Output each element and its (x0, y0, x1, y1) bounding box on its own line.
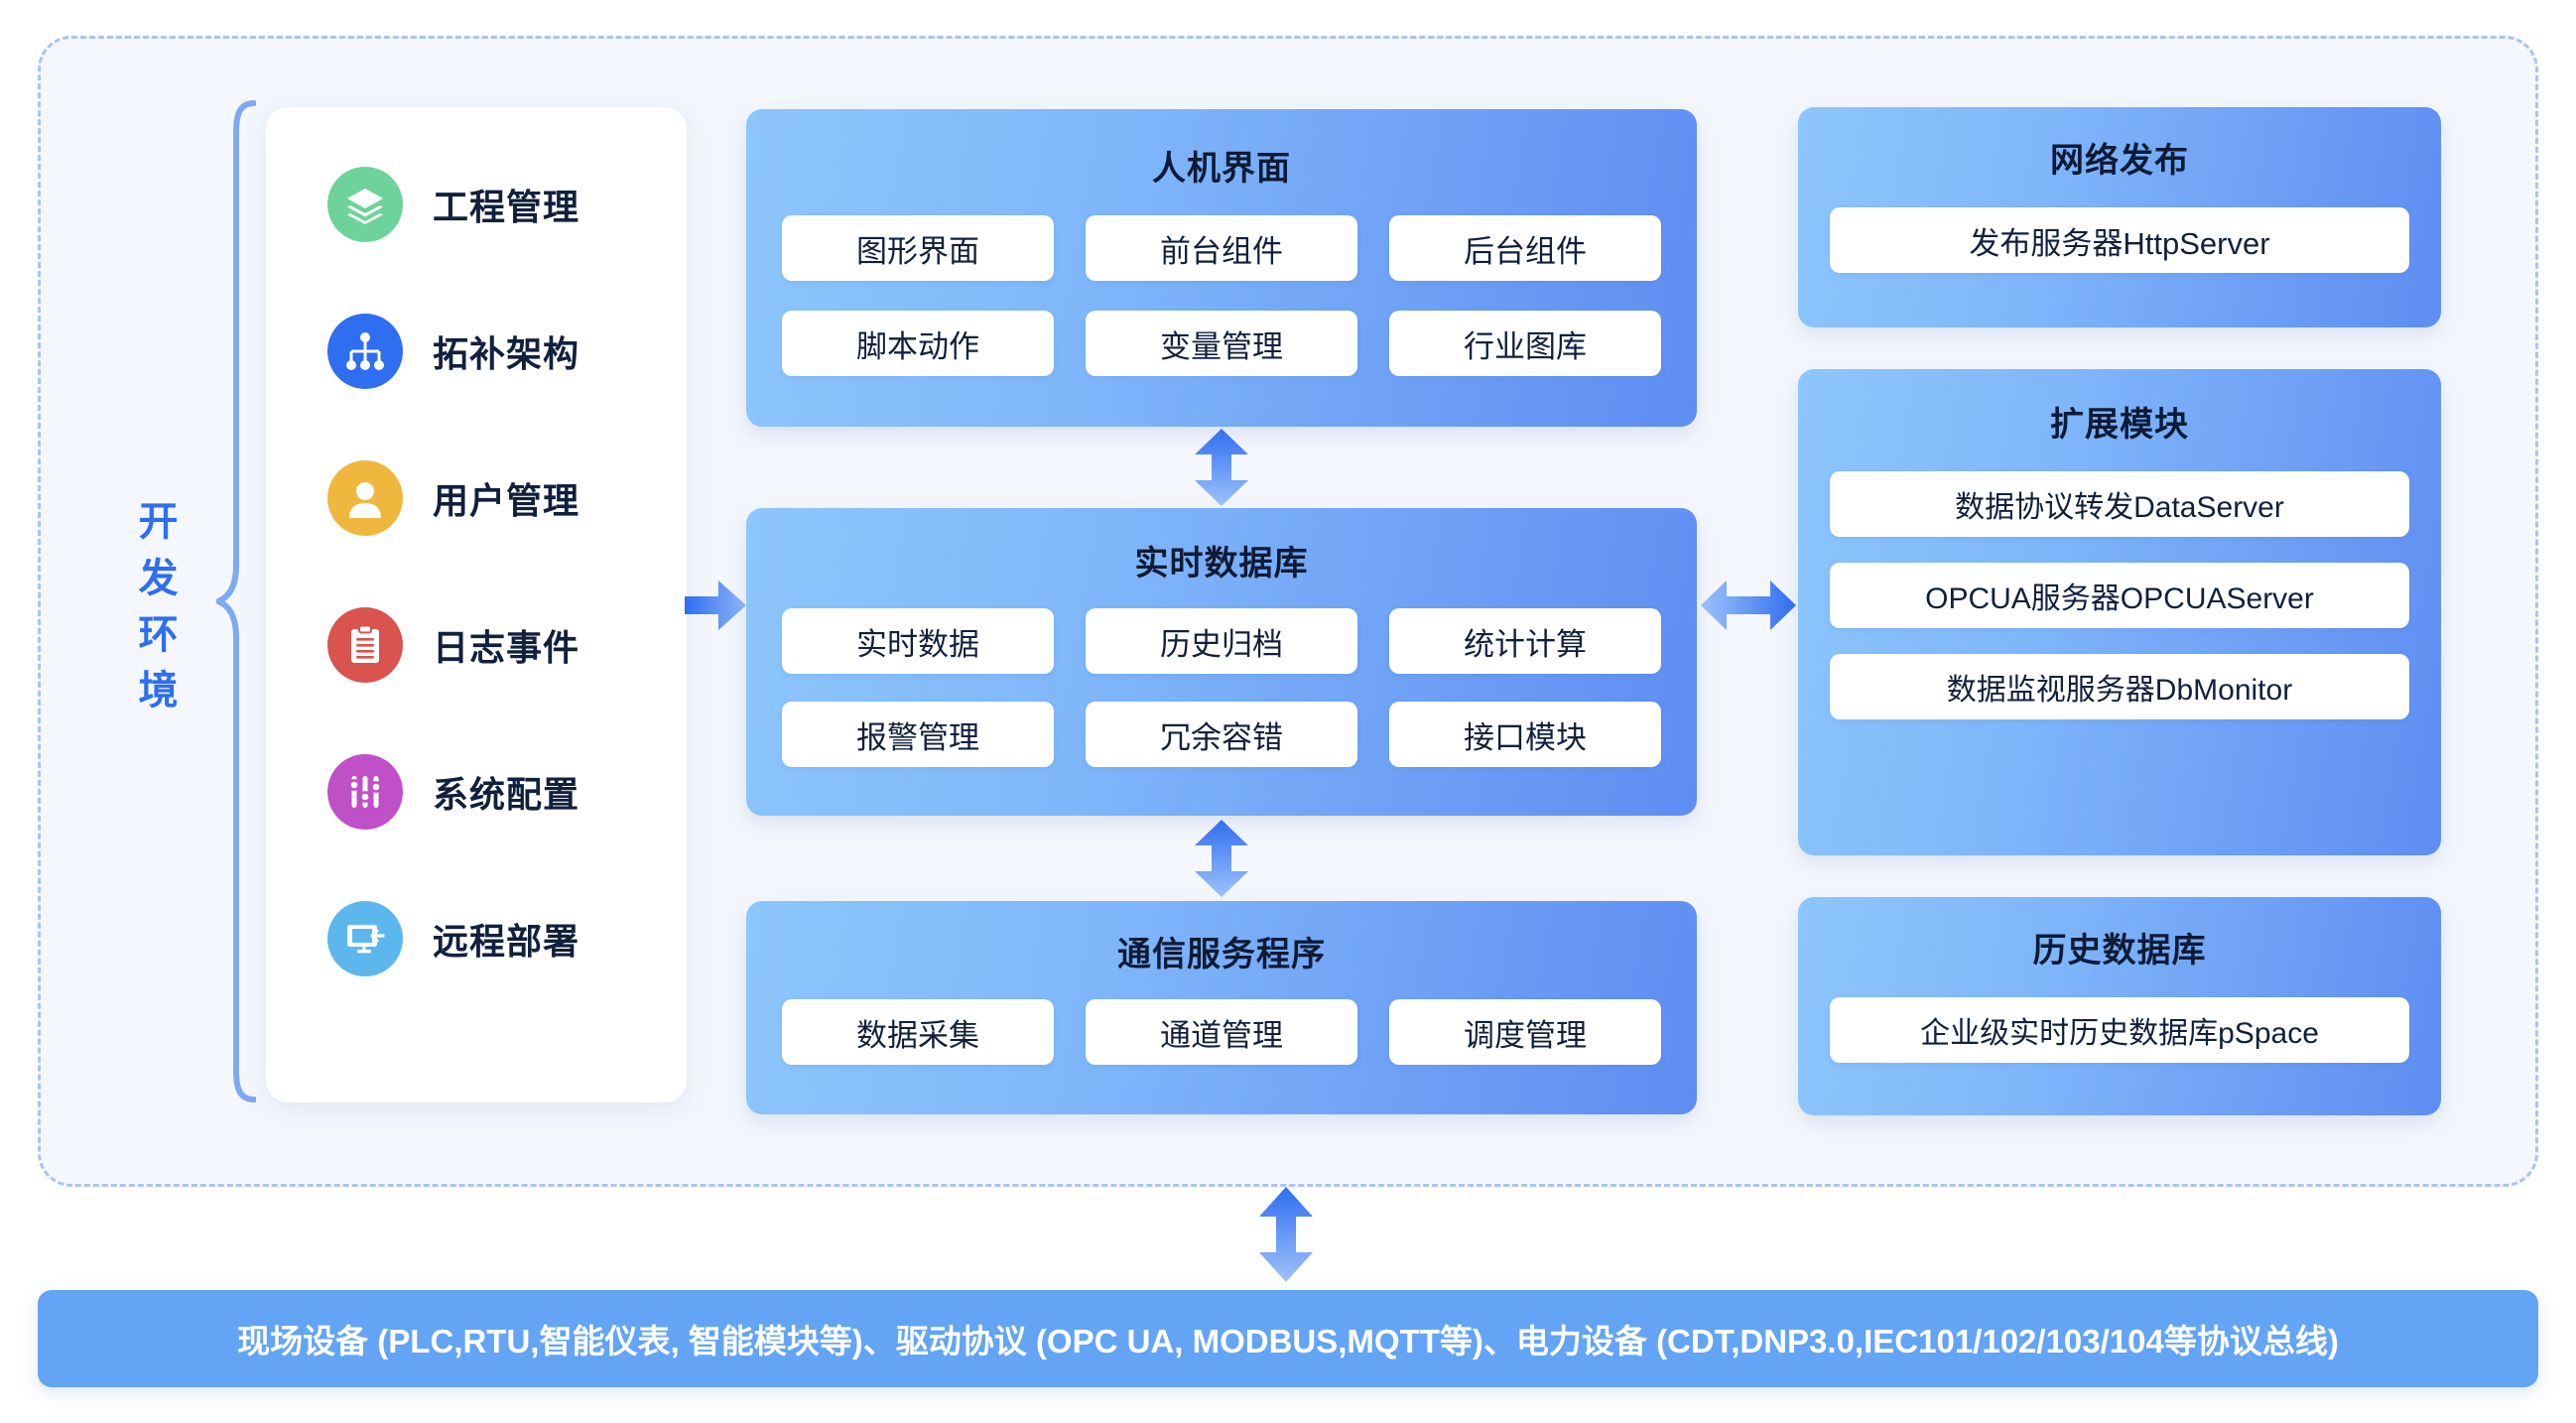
dev-tools-list: 工程管理 拓补架构 (266, 159, 687, 984)
panel-hmi: 人机界面 图形界面 前台组件 后台组件 脚本动作 变量管理 行业图库 (746, 109, 1697, 427)
field-devices-text: 现场设备 (PLC,RTU,智能仪表, 智能模块等)、驱动协议 (OPC UA,… (237, 1323, 2339, 1359)
sidebar-item-system-configuration[interactable]: 系统配置 (266, 746, 687, 838)
panel-extension-module: 扩展模块 数据协议转发DataServer OPCUA服务器OPCUAServe… (1798, 369, 2441, 855)
panel-title: 历史数据库 (2032, 932, 2207, 970)
panel-title: 人机界面 (1152, 150, 1291, 188)
development-environment-label: 开 发 环 境 (127, 494, 191, 719)
panel-history-db-chip-grid: 企业级实时历史数据库pSpace (1798, 997, 2441, 1063)
panel-title: 网络发布 (2050, 142, 2189, 180)
monitor-deploy-icon (327, 901, 403, 976)
sidebar-item-label: 系统配置 (433, 774, 580, 815)
sidebar-item-label: 用户管理 (433, 480, 580, 521)
panel-hmi-chip-grid: 图形界面 前台组件 后台组件 脚本动作 变量管理 行业图库 (746, 215, 1697, 376)
dev-label-char-3: 境 (138, 669, 180, 713)
chip-statistics-calc[interactable]: 统计计算 (1389, 608, 1661, 674)
chip-history-archive[interactable]: 历史归档 (1086, 608, 1357, 674)
dev-label-char-1: 发 (138, 556, 180, 600)
chip-alarm-management[interactable]: 报警管理 (782, 702, 1054, 767)
field-devices-bar: 现场设备 (PLC,RTU,智能仪表, 智能模块等)、驱动协议 (OPC UA,… (38, 1290, 2538, 1387)
sidebar-item-label: 远程部署 (433, 921, 580, 962)
user-icon (327, 460, 403, 536)
chip-data-server[interactable]: 数据协议转发DataServer (1830, 471, 2409, 537)
chip-redundancy-tolerance[interactable]: 冗余容错 (1086, 702, 1357, 767)
chip-realtime-data[interactable]: 实时数据 (782, 608, 1054, 674)
sidebar-item-topology-architecture[interactable]: 拓补架构 (266, 306, 687, 397)
sidebar-item-log-events[interactable]: 日志事件 (266, 599, 687, 691)
panel-history-database: 历史数据库 企业级实时历史数据库pSpace (1798, 897, 2441, 1115)
arrow-comm-service-to-field-devices (1255, 1187, 1317, 1287)
chip-frontend-component[interactable]: 前台组件 (1086, 215, 1357, 281)
panel-realtime-db-chip-grid: 实时数据 历史归档 统计计算 报警管理 冗余容错 接口模块 (746, 608, 1697, 767)
chip-scheduling-management[interactable]: 调度管理 (1389, 999, 1661, 1065)
panel-communication-service: 通信服务程序 数据采集 通道管理 调度管理 (746, 901, 1697, 1114)
arrow-realtime-db-to-extension (1701, 574, 1796, 642)
panel-extension-chip-grid: 数据协议转发DataServer OPCUA服务器OPCUAServer 数据监… (1798, 471, 2441, 719)
chip-opcua-server[interactable]: OPCUA服务器OPCUAServer (1830, 563, 2409, 628)
chip-channel-management[interactable]: 通道管理 (1086, 999, 1357, 1065)
sidebar-item-remote-deployment[interactable]: 远程部署 (266, 893, 687, 984)
sidebar-item-label: 拓补架构 (433, 333, 580, 374)
dev-label-char-0: 开 (138, 500, 180, 544)
arrow-hmi-to-realtime-db (1191, 429, 1252, 511)
dev-label-char-2: 环 (138, 612, 180, 657)
panel-title: 通信服务程序 (1117, 936, 1326, 973)
chip-industry-library[interactable]: 行业图库 (1389, 311, 1661, 376)
panel-title: 实时数据库 (1134, 545, 1309, 582)
chip-variable-management[interactable]: 变量管理 (1086, 311, 1357, 376)
sidebar-item-label: 日志事件 (433, 627, 580, 668)
panel-comm-chip-grid: 数据采集 通道管理 调度管理 (746, 999, 1697, 1065)
chip-interface-module[interactable]: 接口模块 (1389, 702, 1661, 767)
layers-icon (327, 167, 403, 242)
chip-data-acquisition[interactable]: 数据采集 (782, 999, 1054, 1065)
sidebar-item-label: 工程管理 (433, 187, 580, 227)
dev-tools-card: 工程管理 拓补架构 (266, 107, 687, 1102)
panel-realtime-database: 实时数据库 实时数据 历史归档 统计计算 报警管理 冗余容错 接口模块 (746, 508, 1697, 816)
chip-db-monitor[interactable]: 数据监视服务器DbMonitor (1830, 654, 2409, 719)
panel-web-publish-chip-grid: 发布服务器HttpServer (1798, 207, 2441, 273)
chip-http-server[interactable]: 发布服务器HttpServer (1830, 207, 2409, 273)
panel-web-publish: 网络发布 发布服务器HttpServer (1798, 107, 2441, 327)
sliders-icon (327, 754, 403, 830)
chip-graphic-interface[interactable]: 图形界面 (782, 215, 1054, 281)
dev-environment-bracket (215, 99, 257, 1103)
sidebar-item-user-management[interactable]: 用户管理 (266, 453, 687, 544)
clipboard-icon (327, 607, 403, 683)
arrow-dev-to-realtime-db (685, 574, 748, 642)
chip-pspace[interactable]: 企业级实时历史数据库pSpace (1830, 997, 2409, 1063)
chip-script-action[interactable]: 脚本动作 (782, 311, 1054, 376)
arrow-realtime-db-to-comm-service (1191, 820, 1252, 902)
topology-icon (327, 314, 403, 389)
sidebar-item-project-management[interactable]: 工程管理 (266, 159, 687, 250)
panel-title: 扩展模块 (2050, 406, 2189, 444)
chip-backend-component[interactable]: 后台组件 (1389, 215, 1661, 281)
